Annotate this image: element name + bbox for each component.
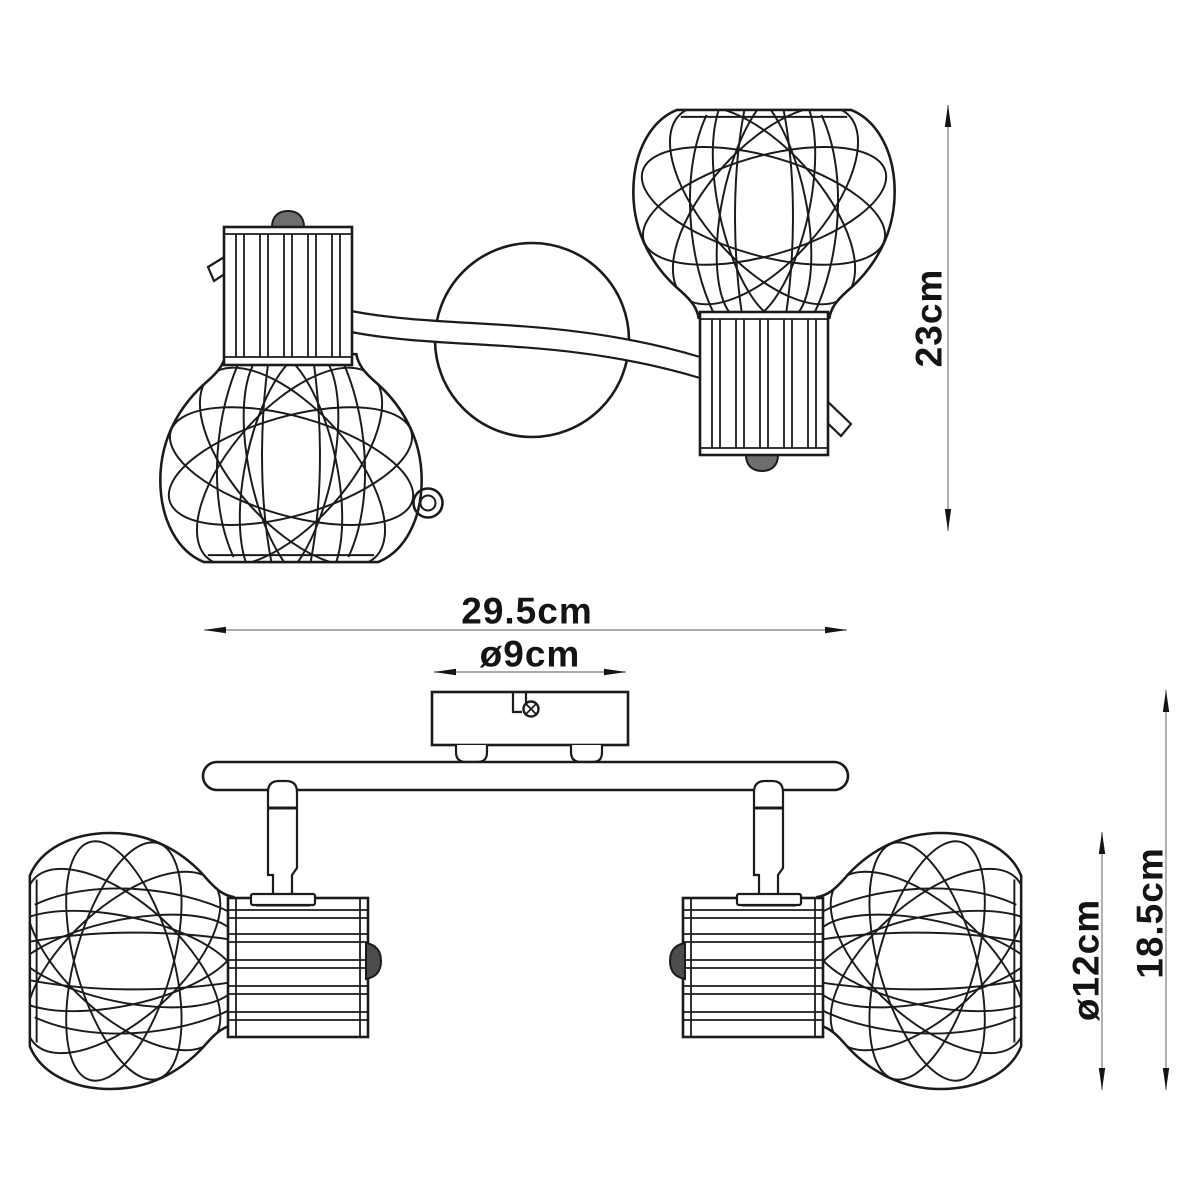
top-perspective-view — [156, 76, 952, 597]
left-spot-cage-ball — [156, 337, 426, 596]
canopy-foot-right — [569, 745, 604, 764]
dimension-label-canopy-diameter: ø9cm — [479, 633, 581, 675]
left-stem — [266, 779, 299, 899]
front-left-cage-ball — [0, 829, 250, 1094]
front-left-cylinder-cage — [226, 896, 383, 1039]
front-right-socket-cap — [668, 941, 686, 981]
mounting-bar — [201, 760, 850, 792]
dimension-label-shade-diameter: ø12cm — [1065, 898, 1107, 1022]
right-spot-bottom-knob — [744, 454, 780, 473]
canopy-box — [430, 690, 630, 764]
dimension-label-drop-height: 18.5cm — [1129, 847, 1171, 979]
right-spot-cylinder-cage — [698, 310, 830, 473]
front-right-cylinder-cage — [668, 896, 825, 1039]
canopy-foot-left — [454, 745, 489, 764]
left-spot-cylinder-cage — [222, 209, 354, 367]
dimension-label-total-height: 23cm — [908, 268, 950, 368]
left-mount-plate — [249, 892, 317, 907]
right-mount-plate — [735, 892, 803, 907]
right-spot-cage-ball — [629, 76, 899, 335]
left-spot-pull-ring — [412, 487, 444, 519]
front-right-cage-ball — [801, 829, 1055, 1094]
front-mounted-view — [0, 626, 1170, 1094]
left-spot-top-knob — [270, 209, 306, 228]
canopy-screw — [522, 700, 540, 718]
right-stem — [752, 779, 785, 899]
front-left-socket-cap — [365, 941, 383, 981]
dimension-label-width: 29.5cm — [461, 590, 593, 632]
